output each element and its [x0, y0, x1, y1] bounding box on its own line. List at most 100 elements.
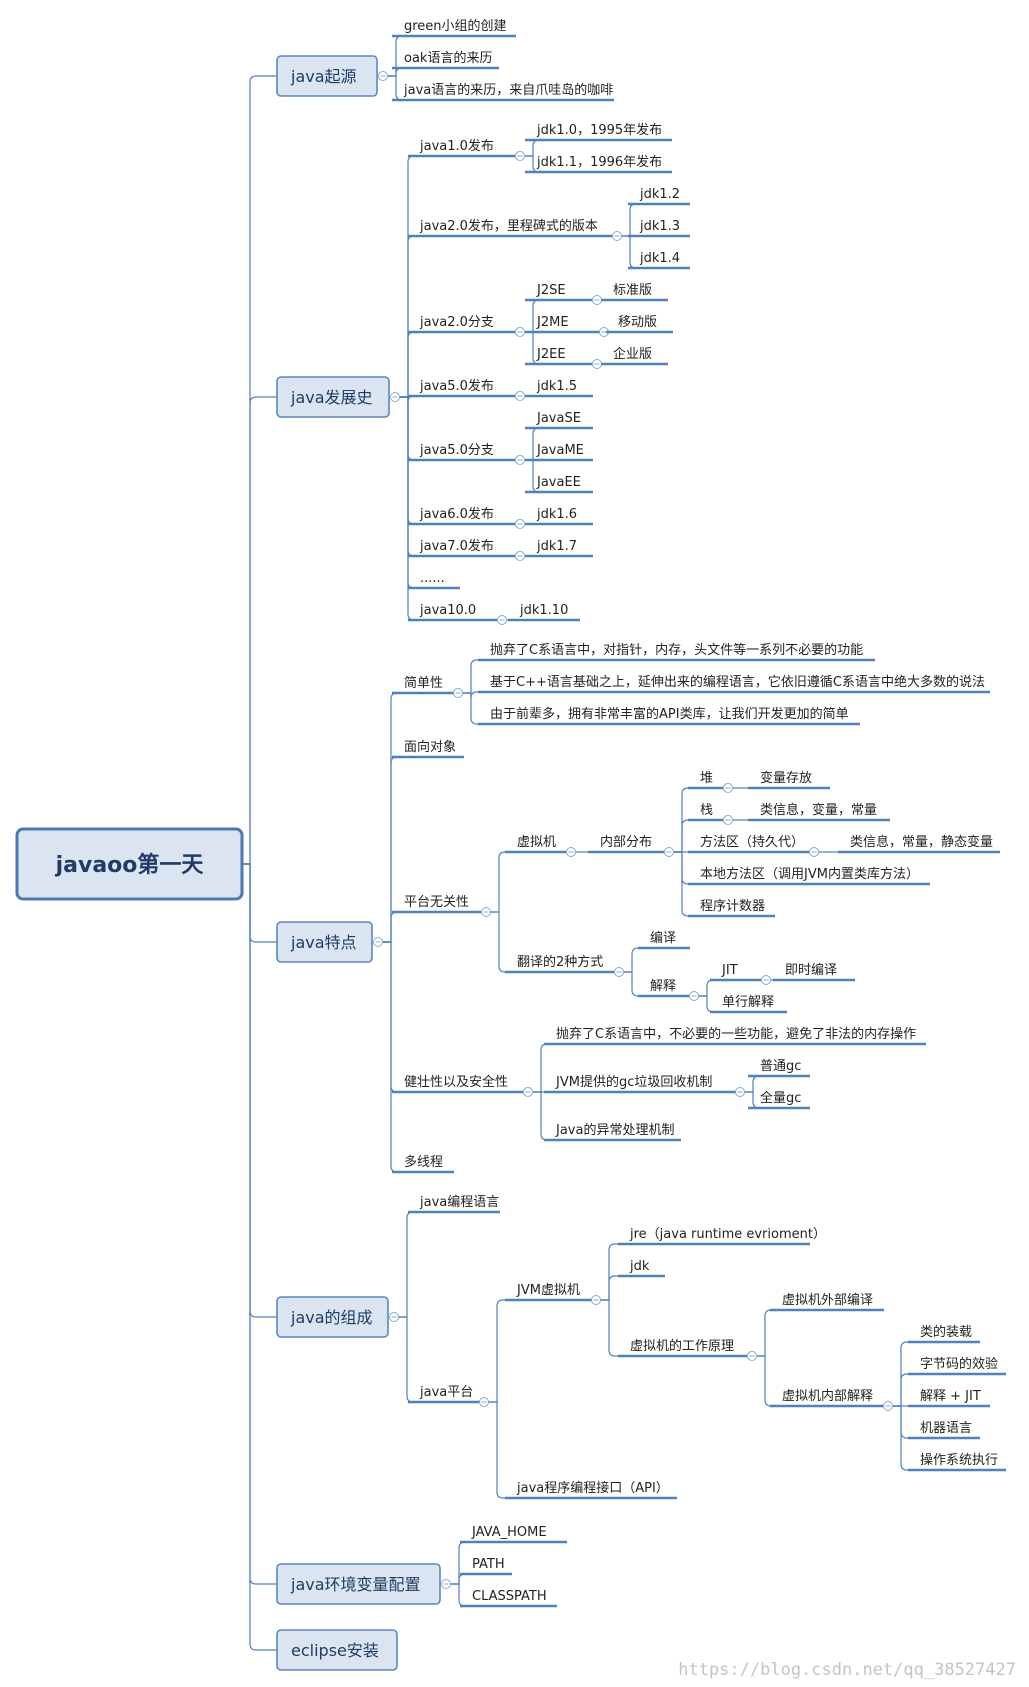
node-b3-1-0-0[interactable]: jre（java runtime evrioment）: [618, 1227, 826, 1246]
node-b1-4-collapse-icon[interactable]: [515, 455, 525, 465]
node-b1-3-0[interactable]: jdk1.5: [525, 379, 593, 398]
node-b2-2-0-0-2[interactable]: 方法区（持久代）: [688, 834, 810, 854]
node-b4[interactable]: java环境变量配置: [276, 1563, 441, 1605]
node-b3-1-0-2-1-collapse-icon[interactable]: [883, 1401, 893, 1411]
node-b2-2-1-1-1[interactable]: 单行解释: [710, 995, 787, 1014]
node-b1-8-0[interactable]: jdk1.10: [508, 603, 580, 622]
node-b1-7[interactable]: ......: [408, 571, 460, 590]
node-b1-6-0[interactable]: jdk1.7: [525, 539, 593, 558]
node-b2-2-0-0-1[interactable]: 栈: [688, 803, 724, 822]
node-b2-3-1-0[interactable]: 普通gc: [748, 1059, 810, 1078]
node-b1-2-2[interactable]: J2EE: [525, 347, 593, 366]
node-b2-2-0-0[interactable]: 内部分布: [588, 834, 665, 854]
node-b1-4-2[interactable]: JavaEE: [525, 475, 593, 494]
node-b2-2-1-collapse-icon[interactable]: [614, 967, 624, 977]
node-b0[interactable]: java起源: [276, 55, 378, 97]
node-b2-2-1-1-collapse-icon[interactable]: [689, 991, 699, 1001]
node-b2-2-1-1-0-0[interactable]: 即时编译: [773, 963, 855, 982]
node-b2-2-1[interactable]: 翻译的2种方式: [505, 954, 615, 974]
node-b1-5-0[interactable]: jdk1.6: [525, 507, 593, 526]
node-b2-2-0-0-1-collapse-icon[interactable]: [723, 815, 733, 825]
node-b1-2-collapse-icon[interactable]: [515, 327, 525, 337]
node-b3-0[interactable]: java编程语言: [408, 1195, 500, 1214]
node-b1-0-1[interactable]: jdk1.1，1996年发布: [525, 154, 672, 174]
node-b1-8[interactable]: java10.0: [408, 603, 498, 622]
node-b1-2-0-0[interactable]: 标准版: [601, 283, 668, 302]
node-b3-1-0-2-1-4[interactable]: 操作系统执行: [908, 1452, 1006, 1472]
node-b1-2-1[interactable]: J2ME: [525, 315, 600, 334]
node-b1-6-collapse-icon[interactable]: [515, 551, 525, 561]
node-b4-0[interactable]: JAVA_HOME: [460, 1525, 567, 1544]
node-b4-2[interactable]: CLASSPATH: [460, 1589, 557, 1608]
node-b2-2-0-0-collapse-icon[interactable]: [664, 847, 674, 857]
node-b1-3[interactable]: java5.0发布: [408, 378, 516, 398]
node-b2-0-2[interactable]: 由于前辈多，拥有非常丰富的API类库，让我们开发更加的简单: [478, 706, 860, 726]
node-b2-2-0-0-2-0[interactable]: 类信息，常量，静态变量: [838, 834, 1000, 854]
node-b2-2-0-collapse-icon[interactable]: [566, 847, 576, 857]
node-b3-1-0-2-1-3[interactable]: 机器语言: [908, 1421, 980, 1440]
node-b0-0[interactable]: green小组的创建: [392, 18, 516, 38]
node-b2-3-1-1[interactable]: 全量gc: [748, 1090, 810, 1110]
node-b1-3-collapse-icon[interactable]: [515, 391, 525, 401]
node-b3-1-0-2-0[interactable]: 虚拟机外部编译: [770, 1293, 884, 1312]
node-b1-1-collapse-icon[interactable]: [612, 231, 622, 241]
node-b1[interactable]: java发展史: [276, 376, 390, 418]
node-b2-2-1-0[interactable]: 编译: [638, 931, 690, 950]
node-b1-2-0-collapse-icon[interactable]: [592, 295, 602, 305]
node-b3-1-1[interactable]: java程序编程接口（API）: [505, 1480, 677, 1500]
node-b1-1[interactable]: java2.0发布，里程碑式的版本: [408, 218, 613, 238]
node-b1-2-0[interactable]: J2SE: [525, 283, 593, 302]
node-b3-1-0-2[interactable]: 虚拟机的工作原理: [618, 1338, 748, 1358]
node-b1-2[interactable]: java2.0分支: [408, 315, 516, 334]
node-b3-1-0-1[interactable]: jdk: [618, 1259, 665, 1278]
node-b3-1-0-2-1-1[interactable]: 字节码的效验: [908, 1356, 1006, 1376]
node-b2-3-2[interactable]: Java的异常处理机制: [544, 1122, 681, 1142]
node-b2-1[interactable]: 面向对象: [392, 739, 464, 759]
node-b3-collapse-icon[interactable]: [389, 1312, 399, 1322]
node-b1-2-2-0[interactable]: 企业版: [601, 346, 668, 366]
node-b0-1[interactable]: oak语言的来历: [392, 50, 499, 70]
node-b2-2-0-0-0[interactable]: 堆: [688, 771, 724, 790]
node-b1-4-1[interactable]: JavaME: [525, 443, 593, 462]
node-b1-4[interactable]: java5.0分支: [408, 443, 516, 462]
node-b1-1-1[interactable]: jdk1.3: [628, 219, 690, 238]
node-b2-3-1[interactable]: JVM提供的gc垃圾回收机制: [544, 1074, 736, 1094]
node-b2-2-0-0-3[interactable]: 本地方法区（调用JVM内置类库方法）: [688, 866, 930, 886]
node-b2-2-collapse-icon[interactable]: [481, 907, 491, 917]
node-b1-1-2[interactable]: jdk1.4: [628, 251, 690, 270]
node-b3-1-0-collapse-icon[interactable]: [591, 1295, 601, 1305]
node-b2-0-1[interactable]: 基于C++语言基础之上，延伸出来的编程语言，它依旧遵循C系语言中绝大多数的说法: [478, 674, 990, 694]
node-b2-2-0-0-0-0[interactable]: 变量存放: [748, 770, 830, 790]
node-b3-1-collapse-icon[interactable]: [479, 1397, 489, 1407]
node-b1-4-0[interactable]: JavaSE: [525, 411, 593, 430]
node-b1-0[interactable]: java1.0发布: [408, 138, 516, 158]
node-b2-2-1-1-0-collapse-icon[interactable]: [761, 975, 771, 985]
node-b0-collapse-icon[interactable]: [378, 71, 388, 81]
node-b4-1[interactable]: PATH: [460, 1557, 512, 1576]
node-b1-2-2-collapse-icon[interactable]: [592, 359, 602, 369]
node-b1-0-0[interactable]: jdk1.0，1995年发布: [525, 122, 672, 142]
node-b0-2[interactable]: java语言的来历，来自爪哇岛的咖啡: [392, 82, 614, 102]
node-b1-6[interactable]: java7.0发布: [408, 538, 516, 558]
node-b3-1-0-2-1[interactable]: 虚拟机内部解释: [770, 1388, 884, 1408]
node-b3-1-0[interactable]: JVM虚拟机: [505, 1283, 592, 1302]
node-b3[interactable]: java的组成: [276, 1296, 389, 1338]
node-b2-0[interactable]: 简单性: [392, 675, 454, 695]
node-b1-2-1-0[interactable]: 移动版: [606, 315, 673, 334]
node-b2-2-0-0-4[interactable]: 程序计数器: [688, 899, 775, 918]
node-b2-3-collapse-icon[interactable]: [523, 1087, 533, 1097]
node-b1-5-collapse-icon[interactable]: [515, 519, 525, 529]
node-b5[interactable]: eclipse安装: [276, 1629, 398, 1671]
node-b2-2-0[interactable]: 虚拟机: [505, 835, 567, 854]
node-b3-1-0-2-collapse-icon[interactable]: [747, 1351, 757, 1361]
node-b2-0-collapse-icon[interactable]: [453, 688, 463, 698]
node-b1-8-collapse-icon[interactable]: [497, 615, 507, 625]
node-b1-collapse-icon[interactable]: [390, 392, 400, 402]
node-b2-2-0-0-1-0[interactable]: 类信息，变量，常量: [748, 802, 890, 822]
node-b2-3-0[interactable]: 抛弃了C系语言中，不必要的一些功能，避免了非法的内存操作: [544, 1026, 926, 1046]
node-b2-3-1-collapse-icon[interactable]: [735, 1087, 745, 1097]
node-b2-2-0-0-2-collapse-icon[interactable]: [809, 847, 819, 857]
node-b1-0-collapse-icon[interactable]: [515, 151, 525, 161]
node-b1-5[interactable]: java6.0发布: [408, 506, 516, 526]
node-b2-0-0[interactable]: 抛弃了C系语言中，对指针，内存，头文件等一系列不必要的功能: [478, 642, 875, 662]
